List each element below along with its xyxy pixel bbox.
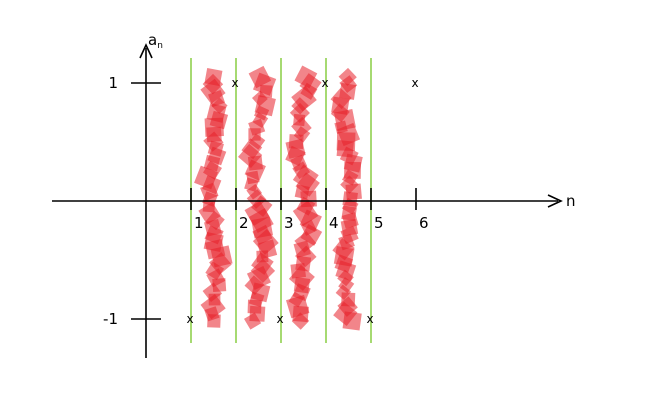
x-tick-label-3: 3 (284, 214, 294, 232)
scribble-band-2 (238, 65, 279, 330)
x-tick-label-1: 1 (194, 214, 204, 232)
scribble-stroke (342, 311, 362, 331)
scribble-stroke (291, 312, 310, 330)
y-axis-label: an (148, 31, 163, 51)
marker-3: x (276, 312, 283, 326)
scribble-band-4 (330, 67, 363, 331)
y-axis-label-subscript: n (157, 41, 163, 51)
marker-4: x (321, 76, 328, 90)
scribble-band-1 (194, 68, 233, 328)
x-axis-arrowhead (547, 194, 563, 208)
scribble-stroke (207, 314, 221, 328)
y-axis-label-main: a (148, 31, 157, 49)
scribble-band-3 (285, 65, 323, 330)
x-axis-label: n (566, 192, 576, 210)
y-tick-label--1: -1 (103, 310, 118, 328)
marker-1: x (186, 312, 193, 326)
marker-2: x (231, 76, 238, 90)
y-axis-arrowhead (139, 43, 153, 59)
ticks: 1 2 3 4 5 6 1 -1 (103, 74, 429, 328)
x-tick-label-4: 4 (329, 214, 339, 232)
y-tick-label-1: 1 (108, 74, 118, 92)
scribble-stroke (244, 312, 262, 330)
x-tick-label-5: 5 (374, 214, 384, 232)
axes: n an (52, 31, 576, 358)
x-tick-label-2: 2 (239, 214, 249, 232)
x-tick-label-6: 6 (419, 214, 429, 232)
red-scribbles (194, 65, 363, 331)
markers: x x x x x x (186, 76, 418, 326)
marker-5: x (366, 312, 373, 326)
marker-6: x (411, 76, 418, 90)
